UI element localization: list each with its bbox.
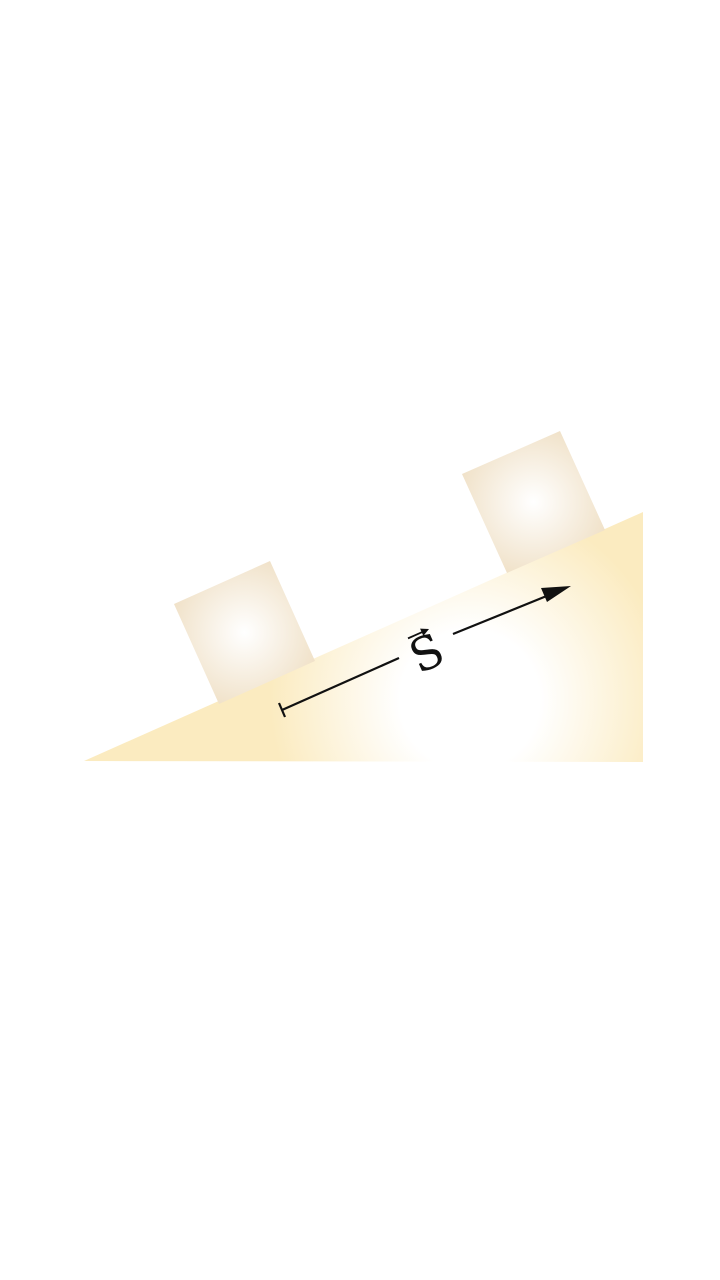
displacement-vector [277, 586, 571, 718]
displacement-line-upper [452, 591, 555, 636]
block-final-position [462, 431, 605, 573]
vector-arrow-icon [407, 628, 430, 640]
block-initial-position [174, 561, 315, 704]
displacement-arrowhead [541, 586, 571, 602]
displacement-line-lower [281, 656, 400, 712]
